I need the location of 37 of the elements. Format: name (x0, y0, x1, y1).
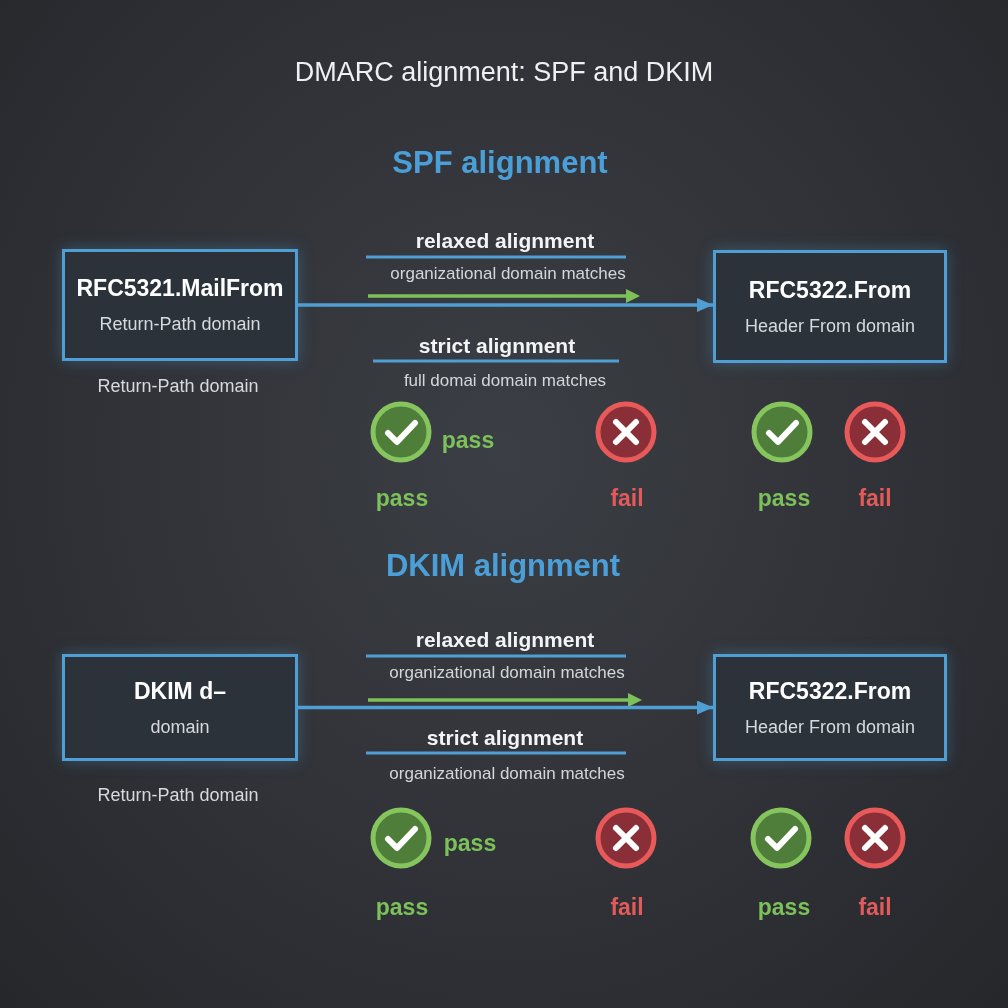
domain-box (713, 250, 947, 363)
diagram-title: DMARC alignment: SPF and DKIM (294, 55, 714, 89)
status-label: fail (610, 483, 644, 513)
node-title: RFC5322.From (748, 676, 912, 706)
option-title: strict alignment (418, 332, 576, 359)
section-heading: DKIM alignment (385, 546, 621, 585)
status-label: fail (858, 483, 892, 513)
status-label: pass (441, 425, 495, 455)
status-label: pass (757, 892, 811, 922)
option-description: organizational domain matches (389, 763, 625, 785)
status-label: pass (757, 483, 811, 513)
domain-box (62, 654, 298, 761)
node-title: RFC5321.MailFrom (76, 274, 284, 304)
node-title: RFC5322.From (748, 275, 912, 305)
node-title: DKIM d– (134, 676, 226, 706)
domain-box (62, 249, 298, 361)
option-title: relaxed alignment (415, 626, 595, 653)
status-label: pass (375, 483, 429, 513)
option-description: full domai domain matches (403, 370, 607, 392)
option-description: organizational domain matches (389, 662, 625, 684)
node-subtitle: domain (150, 715, 210, 739)
node-caption: Return-Path domain (97, 783, 259, 807)
option-description: organizational domain matches (390, 263, 626, 285)
arrow (298, 700, 713, 715)
domain-box (713, 654, 947, 761)
section-heading: SPF alignment (392, 143, 608, 182)
node-subtitle: Header From domain (744, 314, 916, 338)
node-caption: Return-Path domain (97, 374, 259, 398)
status-label: pass (443, 828, 497, 858)
option-title: strict alignment (426, 724, 584, 751)
node-subtitle: Return-Path domain (99, 313, 261, 336)
node-subtitle: Header From domain (744, 715, 916, 739)
status-label: fail (610, 892, 644, 922)
option-title: relaxed alignment (415, 227, 595, 254)
arrow (298, 298, 713, 312)
status-label: pass (375, 892, 429, 922)
status-label: fail (858, 892, 892, 922)
